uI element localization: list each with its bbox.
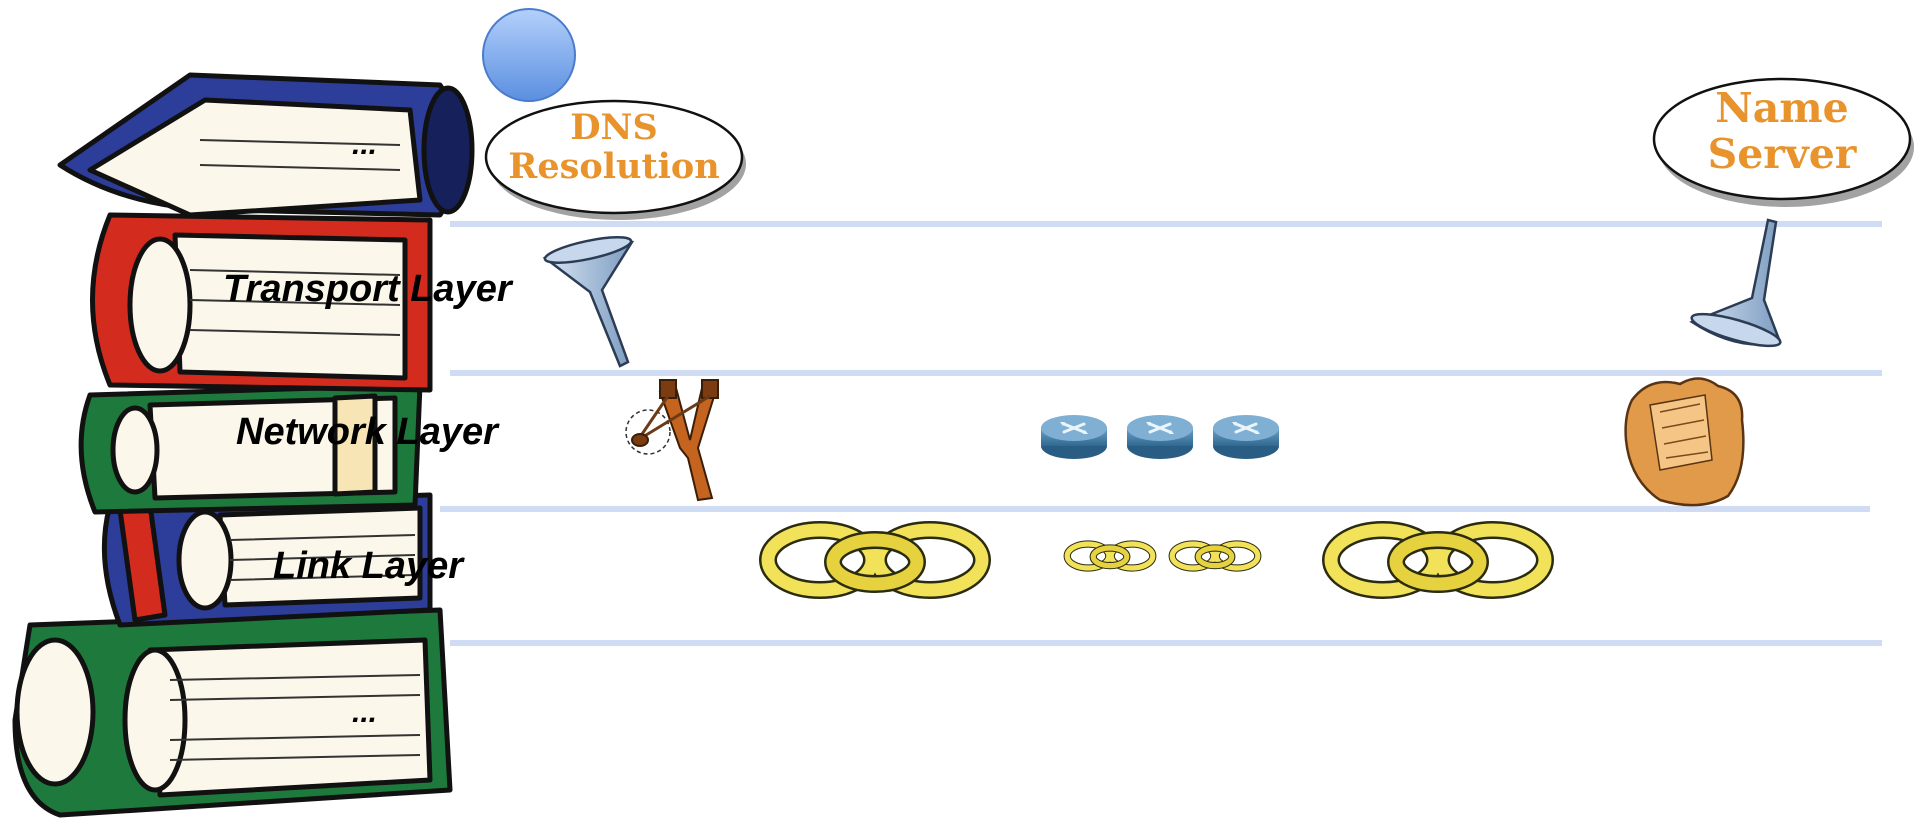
funnel-icon-left [542, 236, 635, 368]
transport-layer-label: Transport Layer [223, 268, 512, 310]
chain-link-icon-3 [1172, 544, 1258, 568]
baseball-mitt-icon [1624, 377, 1745, 507]
router-icon-2 [1125, 413, 1195, 461]
name-server-line1: Name [1715, 84, 1849, 132]
chain-link-icon-4 [1331, 530, 1545, 590]
name-server-bubble-text: Name Server [1662, 84, 1902, 178]
book-page-lines [169, 139, 421, 761]
router-icon-3 [1211, 413, 1281, 461]
name-server-bubble [1652, 77, 1912, 201]
network-layer-label: Network Layer [236, 411, 498, 453]
dns-resolution-line2: Resolution [508, 146, 720, 188]
dns-resolution-bubble-text: DNS Resolution [494, 107, 734, 188]
blue-ball-icon [482, 8, 576, 102]
dns-resolution-bubble [484, 99, 744, 215]
book-top-ellipsis: ... [352, 128, 378, 161]
link-layer-label: Link Layer [273, 545, 464, 587]
funnel-icon-right [1689, 218, 1782, 348]
book-bottom-ellipsis: ... [352, 696, 378, 729]
name-server-line2: Server [1707, 129, 1857, 178]
dns-resolution-line1: DNS [570, 107, 658, 148]
chain-link-icon-2 [1067, 544, 1153, 568]
chain-link-icon-1 [768, 530, 982, 590]
layer-separators [440, 221, 1882, 646]
router-icon-1 [1039, 413, 1109, 461]
slingshot-icon [625, 379, 719, 502]
book-stack-icon [12, 72, 475, 818]
